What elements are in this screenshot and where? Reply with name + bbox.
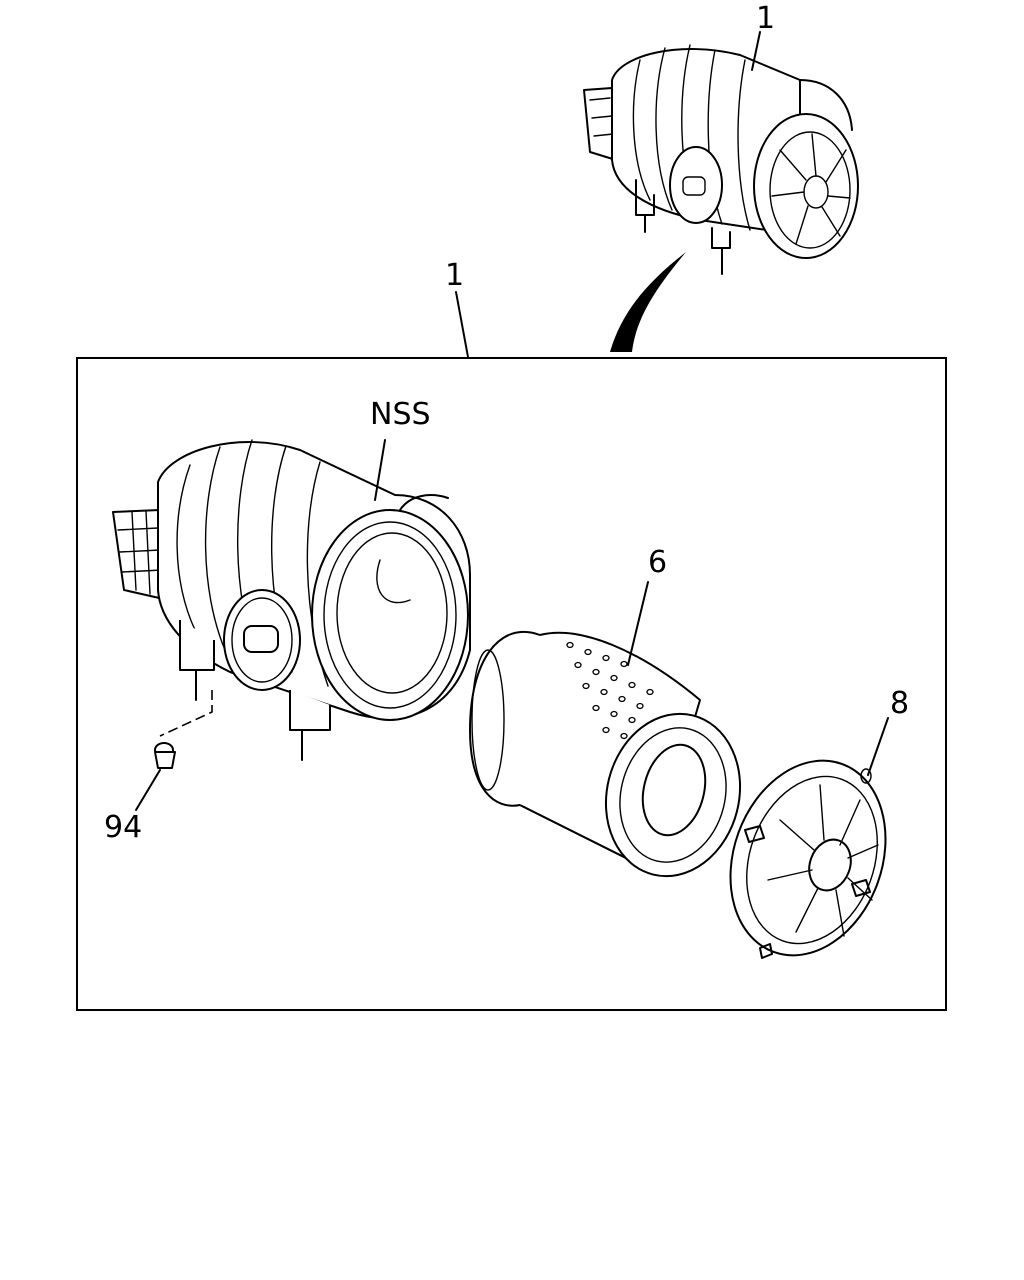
callout-drain-valve: 94 [104, 810, 142, 845]
callout-cover: 8 [890, 686, 909, 721]
detail-frame [76, 357, 947, 1011]
air-cleaner-housing [112, 439, 471, 761]
drain-valve [154, 742, 176, 769]
assembly-thumbnail [583, 44, 859, 275]
callout-housing: NSS [370, 397, 431, 432]
relation-arrow [610, 252, 686, 352]
callout-assembly-box: 1 [445, 258, 464, 293]
filter-element [469, 630, 742, 878]
end-cover [729, 759, 887, 959]
callout-element: 6 [648, 545, 667, 580]
callout-assembly-top: 1 [756, 1, 775, 36]
perforation-holes [566, 641, 654, 740]
